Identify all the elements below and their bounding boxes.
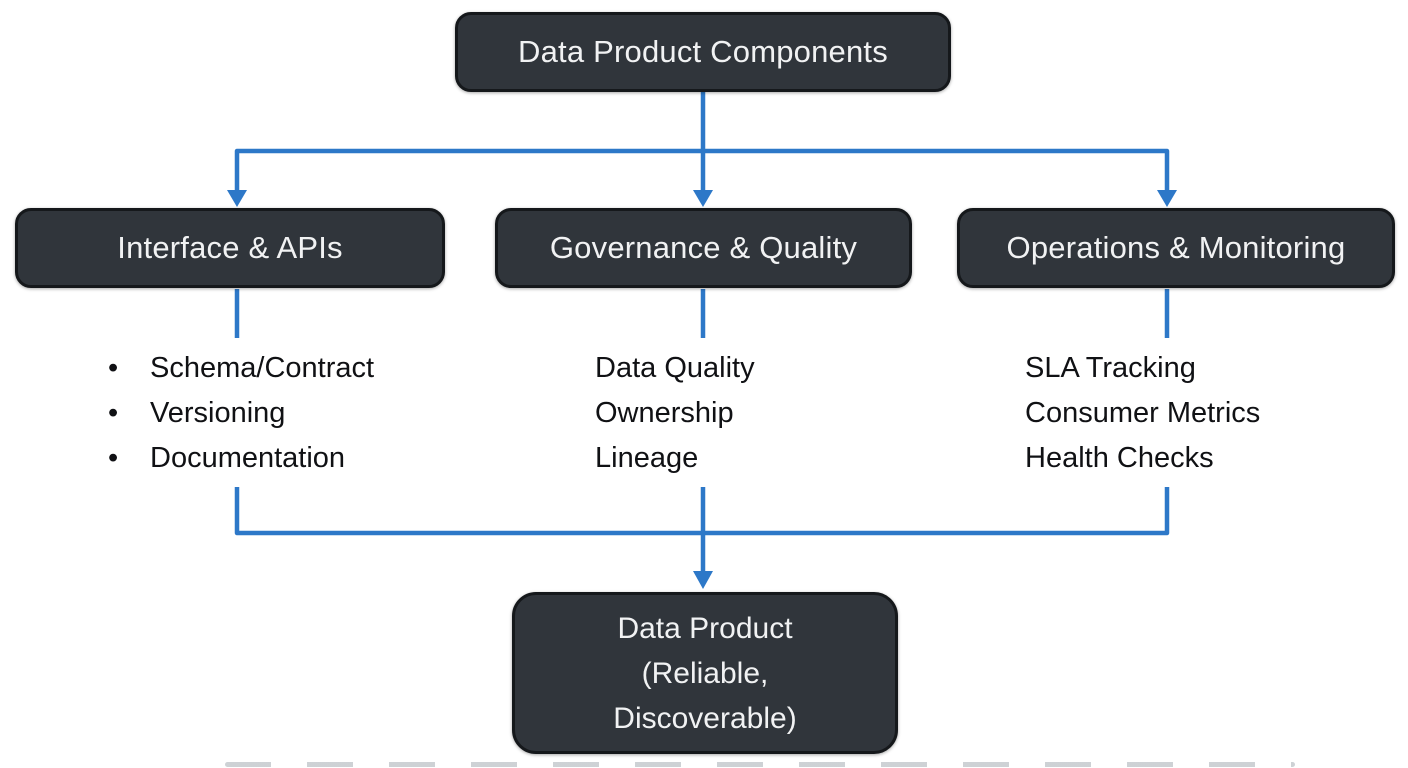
node-interface-apis: Interface & APIs: [15, 208, 445, 288]
list-item-text: Documentation: [150, 442, 346, 474]
list-operations-monitoring: SLA Tracking Consumer Metrics Health Che…: [1025, 346, 1260, 481]
list-item-text: Ownership: [595, 397, 734, 429]
list-item: Data Quality: [595, 346, 755, 391]
node-label: Data Product Components: [518, 34, 888, 69]
bullet-icon: •: [108, 397, 119, 429]
list-item-text: Consumer Metrics: [1025, 397, 1261, 429]
node-data-product-components: Data Product Components: [455, 12, 951, 92]
list-item: • Documentation: [108, 436, 374, 481]
connector-bottom-bus: [234, 487, 1170, 536]
arrowhead-right: [1157, 190, 1177, 207]
connector-top-bus: [234, 148, 1170, 192]
list-item: • Schema/Contract: [108, 346, 374, 391]
list-item: • Versioning: [108, 391, 374, 436]
node-data-product-result: Data Product (Reliable, Discoverable): [512, 592, 898, 754]
list-item: Ownership: [595, 391, 755, 436]
list-item-text: Schema/Contract: [150, 352, 375, 384]
node-label-line: (Reliable,: [641, 656, 769, 690]
node-label: Governance & Quality: [549, 230, 858, 265]
list-item: Lineage: [595, 436, 755, 481]
list-item-text: Lineage: [595, 442, 699, 474]
node-governance-quality: Governance & Quality: [495, 208, 912, 288]
bullet-icon: •: [108, 352, 119, 384]
bullet-icon: •: [108, 442, 119, 474]
node-operations-monitoring: Operations & Monitoring: [957, 208, 1395, 288]
list-item-text: SLA Tracking: [1025, 352, 1196, 384]
list-item-text: Health Checks: [1025, 442, 1214, 474]
list-item: SLA Tracking: [1025, 346, 1260, 391]
list-item: Consumer Metrics: [1025, 391, 1260, 436]
list-item: Health Checks: [1025, 436, 1260, 481]
list-interface-apis: • Schema/Contract • Versioning • Documen…: [108, 346, 374, 481]
node-label-line: Data Product: [617, 611, 793, 645]
node-label-line: Discoverable): [613, 701, 797, 735]
list-item-text: Versioning: [150, 397, 286, 429]
arrowhead-left: [227, 190, 247, 207]
arrowhead-center: [693, 190, 713, 207]
list-item-text: Data Quality: [595, 352, 755, 384]
arrowhead-result: [693, 571, 713, 589]
node-label: Interface & APIs: [117, 230, 343, 265]
node-label: Operations & Monitoring: [1006, 230, 1346, 265]
bottom-edge-artifact: [225, 762, 1295, 767]
list-governance-quality: Data Quality Ownership Lineage: [595, 346, 755, 481]
